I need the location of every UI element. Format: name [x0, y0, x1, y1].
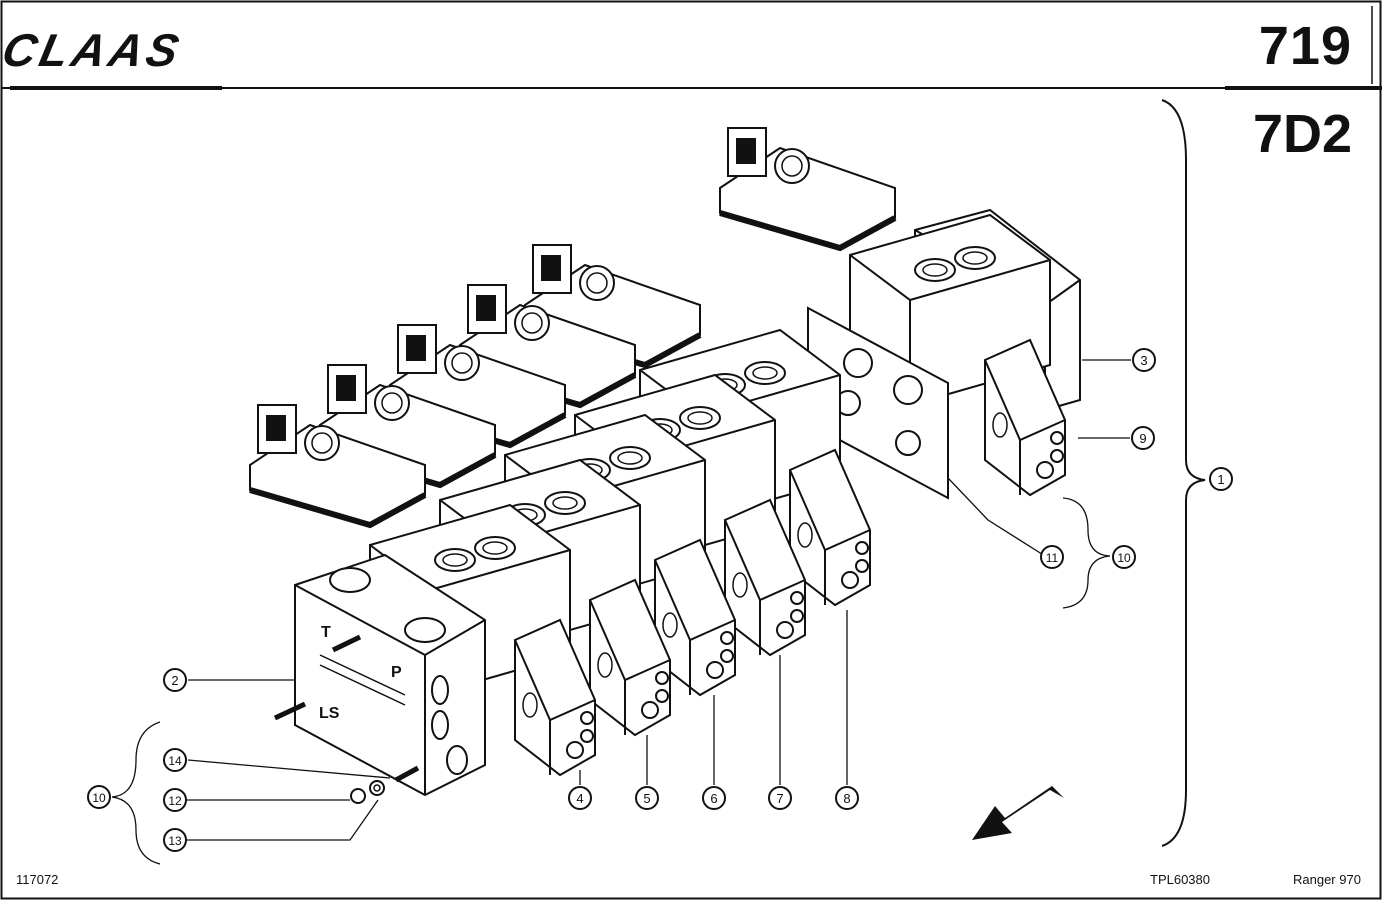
- assembly-bracket: [1161, 99, 1206, 847]
- svg-text:13: 13: [168, 834, 182, 848]
- svg-text:14: 14: [168, 754, 182, 768]
- callout-14: 14: [163, 748, 187, 772]
- svg-text:3: 3: [1140, 353, 1147, 368]
- callout-11: 11: [1040, 545, 1064, 569]
- svg-text:5: 5: [643, 791, 650, 806]
- valve-block-assembly: T P LS: [250, 128, 1081, 804]
- callout-7: 7: [768, 786, 792, 810]
- callout-9: 9: [1131, 426, 1155, 450]
- valve-end-cap: [514, 619, 596, 776]
- direction-arrow-icon: [972, 786, 1064, 840]
- machine-model: Ranger 970: [1293, 872, 1361, 887]
- callout-8: 8: [835, 786, 859, 810]
- callout-10-right: 10: [1112, 545, 1136, 569]
- svg-text:10: 10: [1117, 551, 1131, 565]
- svg-text:11: 11: [1046, 551, 1059, 565]
- port-label-p: P: [391, 664, 402, 681]
- svg-text:1: 1: [1217, 472, 1224, 487]
- page-number: 719: [1258, 16, 1352, 76]
- callout-4: 4: [568, 786, 592, 810]
- svg-text:9: 9: [1139, 431, 1146, 446]
- leader-lines: [111, 359, 1131, 865]
- callout-5: 5: [635, 786, 659, 810]
- nut: [350, 788, 366, 804]
- callout-6: 6: [702, 786, 726, 810]
- callout-12: 12: [163, 788, 187, 812]
- svg-text:2: 2: [171, 673, 178, 688]
- port-label-t: T: [321, 624, 331, 641]
- svg-text:12: 12: [168, 794, 182, 808]
- group-code: 7D2: [1252, 104, 1352, 164]
- image-number: 117072: [16, 872, 59, 887]
- svg-text:6: 6: [710, 791, 717, 806]
- svg-text:CLAAS: CLAAS: [0, 24, 187, 75]
- claas-logo: CLAAS: [0, 24, 187, 75]
- port-label-ls: LS: [319, 705, 340, 722]
- callouts: 1 2 3 4 5 6 7 8 9 10 11 10 12 13 14: [87, 348, 1233, 852]
- svg-text:7: 7: [776, 791, 783, 806]
- callout-2: 2: [163, 668, 187, 692]
- callout-3: 3: [1132, 348, 1156, 372]
- svg-text:10: 10: [92, 791, 106, 805]
- inlet-block: T P LS: [294, 553, 486, 797]
- drawing-number: TPL60380: [1150, 872, 1210, 887]
- callout-10-left: 10: [87, 785, 111, 809]
- solenoid-coil: [720, 128, 895, 248]
- washer: [369, 780, 385, 796]
- callout-1: 1: [1209, 467, 1233, 491]
- svg-text:8: 8: [843, 791, 850, 806]
- callout-13: 13: [163, 828, 187, 852]
- svg-text:4: 4: [576, 791, 583, 806]
